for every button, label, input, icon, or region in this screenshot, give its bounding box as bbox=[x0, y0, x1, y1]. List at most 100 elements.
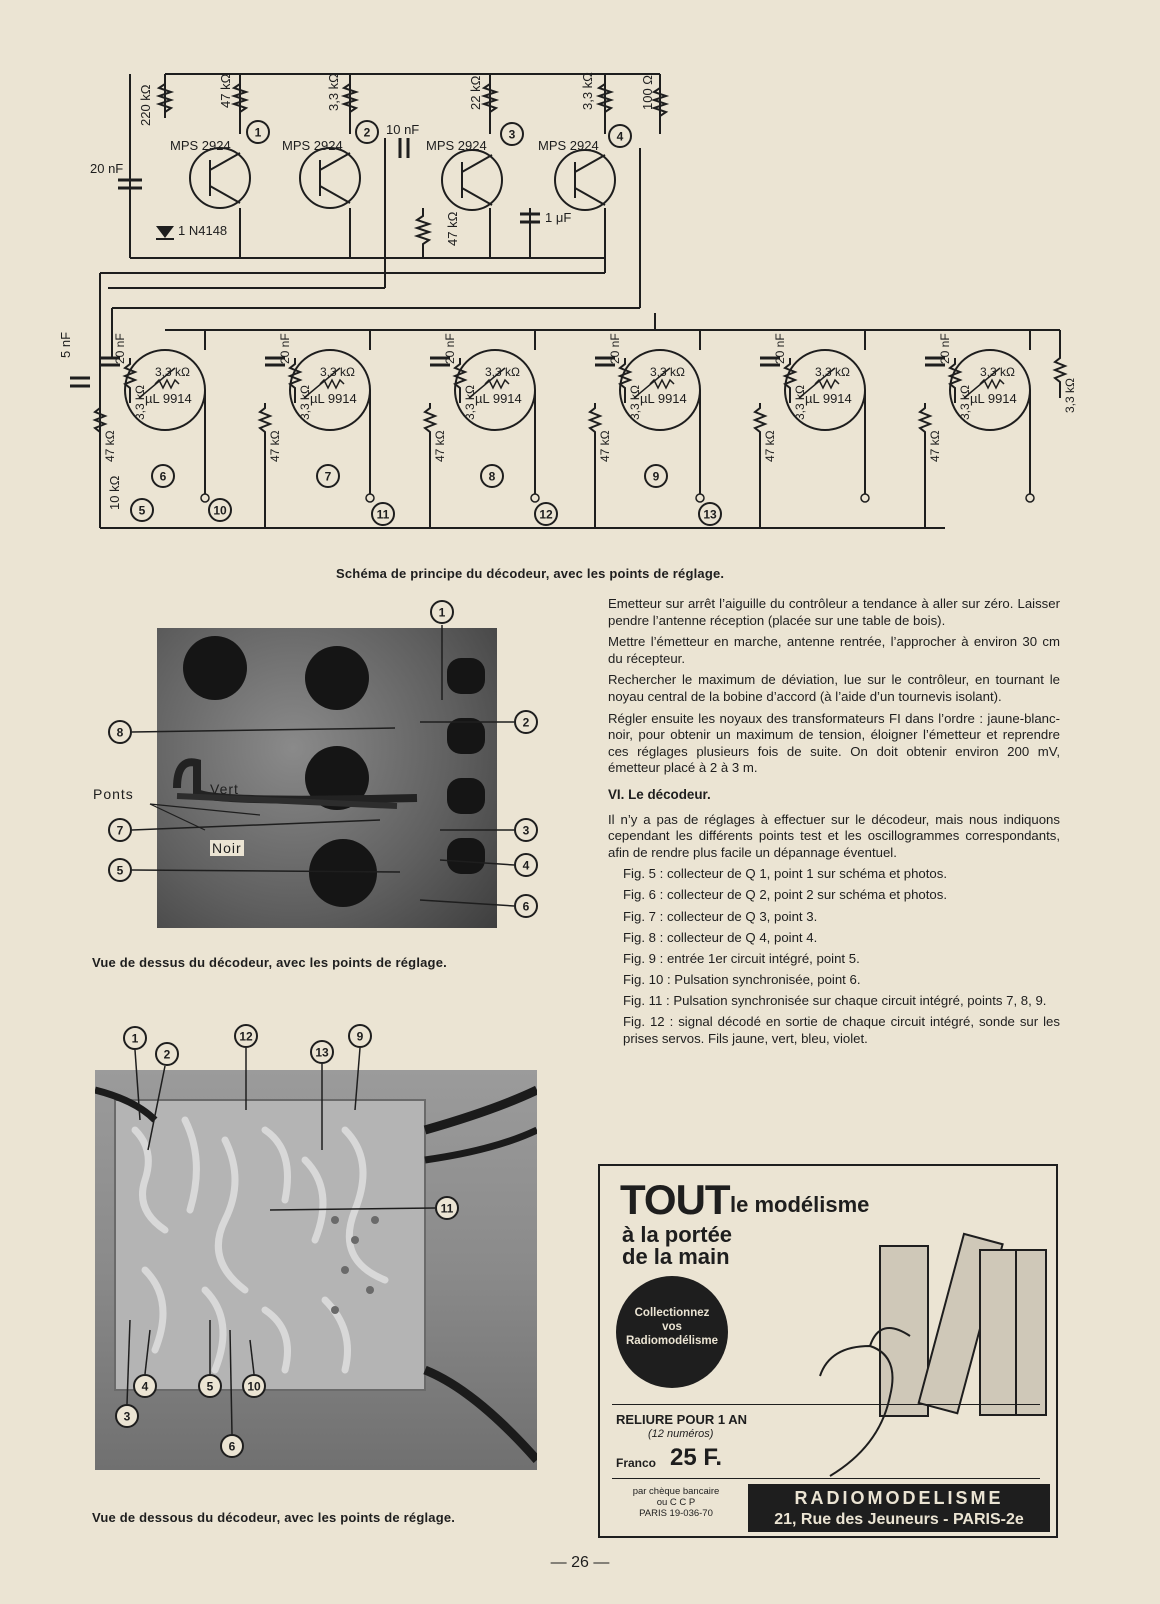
article-p3: Rechercher le maximum de déviation, lue … bbox=[608, 672, 1060, 704]
label-5nf: 5 nF bbox=[60, 332, 73, 358]
bottom-photo-point-2: 2 bbox=[155, 1042, 179, 1066]
ic-47k-label: 47 kΩ bbox=[598, 430, 612, 462]
test-point-2: 2 bbox=[355, 120, 379, 144]
top-photo-point-7: 7 bbox=[108, 818, 132, 842]
label-3-3k: 3,3 kΩ bbox=[326, 73, 341, 111]
ic-capacitor-label: 20 nF bbox=[443, 333, 457, 364]
svg-text:8: 8 bbox=[117, 726, 124, 740]
ic-label: µL 9914 bbox=[640, 391, 687, 406]
svg-text:1: 1 bbox=[439, 606, 446, 620]
label-q2: MPS 2924 bbox=[282, 138, 343, 153]
ic-label: µL 9914 bbox=[970, 391, 1017, 406]
label-47k-b: 47 kΩ bbox=[445, 211, 460, 246]
test-point-7: 7 bbox=[316, 464, 340, 488]
fig-item: Fig. 9 : entrée 1er circuit intégré, poi… bbox=[623, 950, 860, 966]
bottom-photo-point-13: 13 bbox=[310, 1040, 334, 1064]
label-22k: 22 kΩ bbox=[468, 75, 483, 110]
svg-text:7: 7 bbox=[117, 824, 124, 838]
svg-text:11: 11 bbox=[377, 508, 390, 522]
svg-text:1: 1 bbox=[132, 1032, 139, 1046]
label-47k: 47 kΩ bbox=[218, 73, 233, 108]
test-point-12: 12 bbox=[534, 502, 558, 526]
ad-price: 25 F. bbox=[670, 1444, 723, 1471]
svg-text:5: 5 bbox=[139, 504, 146, 518]
decoder-schematic: 220 kΩ 47 kΩ 3,3 kΩ 22 kΩ 3,3 kΩ 100 Ω 2… bbox=[60, 72, 1077, 529]
ad-numeros: (12 numéros) bbox=[648, 1428, 714, 1440]
test-point-10: 10 bbox=[208, 498, 232, 522]
svg-text:10: 10 bbox=[213, 504, 227, 518]
fig-item: Fig. 5 : collecteur de Q 1, point 1 sur … bbox=[623, 866, 947, 882]
bottom-view-board-illustration bbox=[95, 1085, 537, 1463]
ad-binders-illustration bbox=[819, 1232, 1047, 1477]
ic-end-label: 3,3 kΩ bbox=[1063, 378, 1077, 413]
bottom-photo-point-9: 9 bbox=[348, 1024, 372, 1048]
ic-3-3k-label: 3,3 kΩ bbox=[463, 385, 477, 420]
svg-text:6: 6 bbox=[160, 470, 167, 484]
top-view-photo bbox=[157, 628, 497, 928]
ad-tout: TOUT bbox=[620, 1176, 731, 1223]
top-photo-point-8: 8 bbox=[108, 720, 132, 744]
svg-text:1: 1 bbox=[255, 126, 262, 140]
label-3-3k-b: 3,3 kΩ bbox=[580, 72, 595, 110]
article-p5: Il n’y a pas de réglages à effectuer sur… bbox=[608, 811, 1060, 860]
svg-text:3: 3 bbox=[509, 128, 516, 142]
fig-item: Fig. 7 : collecteur de Q 3, point 3. bbox=[623, 908, 818, 924]
ic-3-3k-label: 3,3 kΩ bbox=[298, 385, 312, 420]
test-point-5: 5 bbox=[130, 498, 154, 522]
top-photo-point-1: 1 bbox=[430, 600, 454, 624]
label-10nf: 10 nF bbox=[386, 122, 419, 137]
svg-text:6: 6 bbox=[523, 900, 530, 914]
top-photo-caption: Vue de dessus du décodeur, avec les poin… bbox=[92, 955, 447, 970]
ad-brand: RADIOMODELISME bbox=[794, 1488, 1004, 1508]
svg-text:8: 8 bbox=[489, 470, 496, 484]
label-100-ohm: 100 Ω bbox=[640, 75, 655, 110]
ad-badge-l1: Collectionnez bbox=[634, 1307, 710, 1319]
ad-divider bbox=[612, 1404, 1040, 1405]
ic-end-resistor: 3,3 kΩ bbox=[1052, 330, 1077, 413]
svg-text:9: 9 bbox=[357, 1030, 364, 1044]
svg-text:3: 3 bbox=[523, 824, 530, 838]
label-diode: 1 N4148 bbox=[178, 223, 227, 238]
ic-capacitor-label: 20 nF bbox=[773, 333, 787, 364]
top-photo-point-3: 3 bbox=[514, 818, 538, 842]
fig-item: Fig. 10 : Pulsation synchronisée, point … bbox=[623, 971, 861, 987]
bottom-view-photo bbox=[95, 1070, 537, 1470]
ad-line2: à la portée bbox=[622, 1222, 733, 1247]
bottom-photo-point-1: 1 bbox=[123, 1026, 147, 1050]
ic-resistor-label: 3,3 kΩ bbox=[980, 365, 1015, 379]
ic-label: µL 9914 bbox=[145, 391, 192, 406]
ad-publisher-block: RADIOMODELISME 21, Rue des Jeuneurs - PA… bbox=[748, 1484, 1050, 1532]
top-photo-point-2: 2 bbox=[514, 710, 538, 734]
ic-label: µL 9914 bbox=[475, 391, 522, 406]
ic-resistor-label: 3,3 kΩ bbox=[155, 365, 190, 379]
svg-text:4: 4 bbox=[523, 859, 530, 873]
ad-cheque-l1: par chèque bancaire bbox=[632, 1486, 720, 1497]
label-q4: MPS 2924 bbox=[538, 138, 599, 153]
label-1uf: 1 μF bbox=[545, 210, 571, 225]
label-vert: Vert bbox=[210, 781, 239, 797]
binder-advertisement: TOUT le modélisme à la portée de la main… bbox=[598, 1164, 1058, 1538]
label-220k: 220 kΩ bbox=[138, 84, 153, 126]
svg-text:2: 2 bbox=[523, 716, 530, 730]
test-point-1: 1 bbox=[246, 120, 270, 144]
ic-label: µL 9914 bbox=[805, 391, 852, 406]
top-photo-point-5: 5 bbox=[108, 858, 132, 882]
ic-label: µL 9914 bbox=[310, 391, 357, 406]
ic-resistor-label: 3,3 kΩ bbox=[485, 365, 520, 379]
ic-resistor-label: 3,3 kΩ bbox=[650, 365, 685, 379]
fig-item: Fig. 11 : Pulsation synchronisée sur cha… bbox=[623, 992, 1047, 1008]
figure-list: Fig. 5 : collecteur de Q 1, point 1 sur … bbox=[608, 866, 1060, 1047]
svg-text:12: 12 bbox=[239, 1030, 253, 1044]
article-text: Emetteur sur arrêt l’aiguille du contrôl… bbox=[608, 596, 1060, 1052]
ad-divider-2 bbox=[612, 1478, 1040, 1479]
test-point-8: 8 bbox=[480, 464, 504, 488]
ad-cheque-l3: PARIS 19-036-70 bbox=[639, 1508, 713, 1519]
ic-3-3k-label: 3,3 kΩ bbox=[133, 385, 147, 420]
svg-text:9: 9 bbox=[653, 470, 660, 484]
ic-47k-label: 47 kΩ bbox=[268, 430, 282, 462]
svg-text:7: 7 bbox=[325, 470, 332, 484]
label-ponts: Ponts bbox=[93, 786, 134, 802]
